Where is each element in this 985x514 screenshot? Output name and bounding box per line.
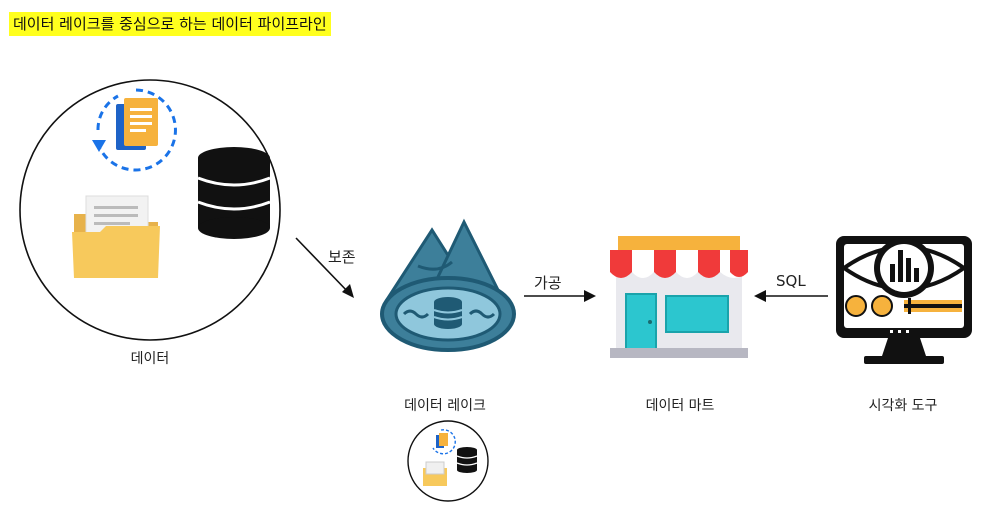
document-sync-icon (92, 88, 177, 172)
data-label: 데이터 (130, 351, 170, 367)
process-arrow (524, 290, 596, 302)
sql-edge-label: SQL (776, 272, 806, 290)
diagram-title: 데이터 레이크를 중심으로 하는 데이터 파이프라인 (9, 12, 331, 36)
database-icon (197, 147, 271, 239)
data-mart-label: 데이터 마트 (645, 398, 715, 414)
process-edge-label: 가공 (534, 274, 562, 292)
store-arrow (295, 237, 354, 298)
store-icon (610, 236, 748, 358)
monitor-chart-icon (836, 236, 972, 364)
folder-icon (72, 195, 160, 278)
data-node (19, 79, 281, 341)
data-lake-icon (380, 218, 516, 352)
viz-tool-label: 시각화 도구 (868, 398, 938, 414)
data-lake-label: 데이터 레이크 (404, 398, 486, 414)
sql-arrow (754, 290, 828, 302)
data-lake-contents (407, 420, 489, 502)
store-edge-label: 보존 (328, 248, 356, 266)
